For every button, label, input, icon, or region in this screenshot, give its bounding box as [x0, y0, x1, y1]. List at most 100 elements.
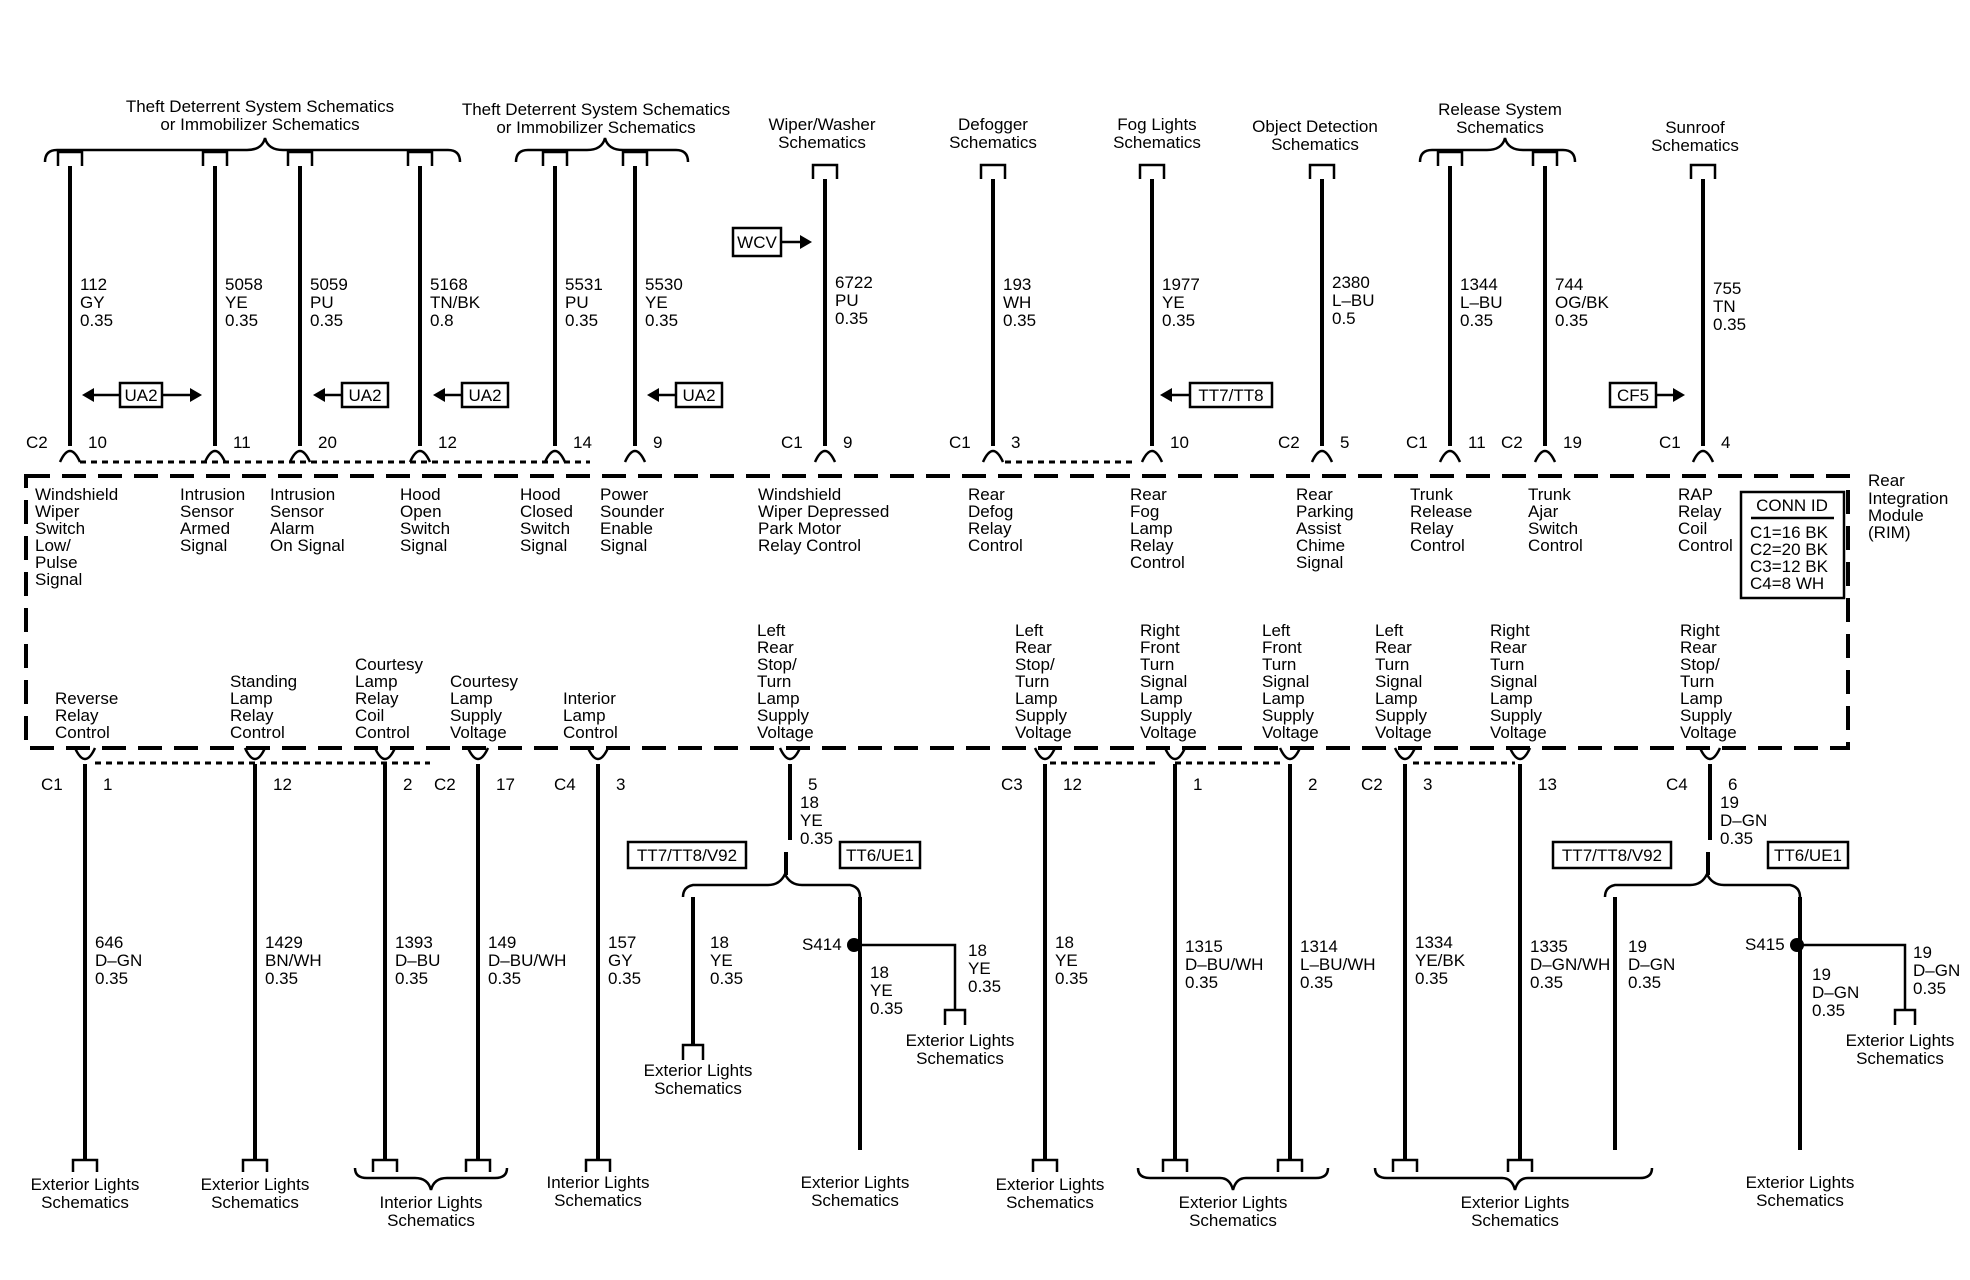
svg-text:Exterior Lights: Exterior Lights: [906, 1031, 1015, 1050]
pin-number: 1: [103, 775, 112, 794]
signal-label: Wiper Depressed: [758, 502, 889, 521]
wire-gauge: 0.35: [645, 311, 678, 330]
svg-text:18: 18: [968, 941, 987, 960]
signal-label: Lamp: [1375, 689, 1418, 708]
pin-number: 4: [1721, 433, 1730, 452]
pin-number: 12: [438, 433, 457, 452]
svg-text:Exterior Lights: Exterior Lights: [31, 1175, 140, 1194]
signal-label: Front: [1140, 638, 1180, 657]
signal-label: On Signal: [270, 536, 345, 555]
svg-text:Module: Module: [1868, 506, 1924, 525]
wire-color: L–BU: [1332, 291, 1375, 310]
signal-label: Courtesy: [450, 672, 519, 691]
svg-text:Defogger: Defogger: [958, 115, 1028, 134]
pin-connector: [1438, 449, 1462, 463]
signal-label: Wiper: [35, 502, 80, 521]
bottom-pin: 1315D–BU/WH0.351RightFrontTurnSignalLamp…: [1140, 621, 1263, 1172]
connector-id: C1: [781, 433, 803, 452]
branch-terminal: [681, 1008, 1917, 1060]
signal-label: Supply: [757, 706, 809, 725]
wire-terminal: [286, 150, 314, 166]
signal-label: Enable: [600, 519, 653, 538]
pin-connector: [288, 449, 312, 463]
top-group-title: Defogger Schematics: [949, 115, 1037, 152]
signal-label: Alarm: [270, 519, 314, 538]
pin-number: 13: [1538, 775, 1557, 794]
signal-label: Rear: [1015, 638, 1052, 657]
wire-gauge: 0.35: [1185, 973, 1218, 992]
wire-color: D–BU: [395, 951, 440, 970]
signal-label: Rear: [757, 638, 794, 657]
pin-connector: [1508, 747, 1532, 761]
signal-label: Turn: [1680, 672, 1714, 691]
signal-label: Control: [55, 723, 110, 742]
circuit-number: 112: [80, 275, 107, 294]
bottom-destination: Exterior Lights Schematics: [1746, 1173, 1855, 1210]
wire-gauge: 0.35: [310, 311, 343, 330]
wire-gauge: 0.35: [1162, 311, 1195, 330]
pin-number: 2: [403, 775, 412, 794]
signal-label: Rear: [1296, 485, 1333, 504]
svg-text:18: 18: [870, 963, 889, 982]
svg-text:Exterior Lights: Exterior Lights: [1179, 1193, 1288, 1212]
signal-label: Pulse: [35, 553, 78, 572]
wire-gauge: 0.35: [1713, 315, 1746, 334]
pin-connector: [373, 747, 397, 761]
signal-label: Trunk: [1528, 485, 1571, 504]
svg-text:Schematics: Schematics: [811, 1191, 899, 1210]
signal-label: Supply: [450, 706, 502, 725]
connector-id: C1: [1406, 433, 1428, 452]
svg-text:D–GN: D–GN: [1913, 961, 1960, 980]
svg-text:19: 19: [1628, 937, 1647, 956]
pin-number: 3: [1423, 775, 1432, 794]
signal-label: Turn: [1490, 655, 1524, 674]
signal-label: Right: [1680, 621, 1720, 640]
svg-text:Exterior Lights: Exterior Lights: [201, 1175, 310, 1194]
signal-label: Control: [968, 536, 1023, 555]
signal-label: Voltage: [450, 723, 507, 742]
signal-label: Signal: [1375, 672, 1422, 691]
svg-text:18: 18: [710, 933, 729, 952]
svg-text:Schematics: Schematics: [41, 1193, 129, 1212]
wire-gauge: 0.35: [1720, 829, 1753, 848]
wire-terminal: [621, 150, 649, 166]
connector-id: C2: [26, 433, 48, 452]
bottom-destination: Exterior Lights Schematics: [1461, 1193, 1570, 1230]
signal-label: Voltage: [1375, 723, 1432, 742]
pin-connector: [466, 747, 490, 761]
svg-text:Schematics: Schematics: [949, 133, 1037, 152]
signal-label: Control: [1678, 536, 1733, 555]
wire-color: L–BU: [1460, 293, 1503, 312]
svg-text:C4=8 WH: C4=8 WH: [1750, 574, 1824, 593]
option-ua2: UA2: [313, 381, 390, 409]
pin-connector: [1691, 449, 1715, 463]
wire-color: YE: [800, 811, 823, 830]
signal-label: Right: [1490, 621, 1530, 640]
connector-id: C1: [41, 775, 63, 794]
svg-text:Schematics: Schematics: [916, 1049, 1004, 1068]
svg-text:C2=20 BK: C2=20 BK: [1750, 540, 1829, 559]
svg-text:UA2: UA2: [348, 386, 381, 405]
wire-terminal: [1436, 150, 1464, 166]
svg-text:S414: S414: [802, 935, 842, 954]
signal-label: Lamp: [757, 689, 800, 708]
option-wcv: WCV: [731, 226, 812, 258]
connector-id: C2: [1361, 775, 1383, 794]
wire-color: D–BU/WH: [1185, 955, 1263, 974]
svg-text:TT7/TT8: TT7/TT8: [1198, 386, 1263, 405]
signal-label: Switch: [400, 519, 450, 538]
svg-text:UA2: UA2: [682, 386, 715, 405]
svg-text:Fog Lights: Fog Lights: [1117, 115, 1196, 134]
signal-label: Stop/: [1015, 655, 1055, 674]
signal-label: Relay: [1410, 519, 1454, 538]
bottom-pin: 1314L–BU/WH0.352LeftFrontTurnSignalLampS…: [1262, 621, 1376, 1172]
option-tt7-tt8-v92: TT7/TT8/V92: [1551, 840, 1673, 870]
option-tt7-tt8-v92: TT7/TT8/V92: [626, 840, 748, 870]
svg-text:Schematics: Schematics: [387, 1211, 475, 1230]
pin-connector: [73, 747, 97, 761]
pin-number: 14: [573, 433, 592, 452]
pin-number: 19: [1563, 433, 1582, 452]
